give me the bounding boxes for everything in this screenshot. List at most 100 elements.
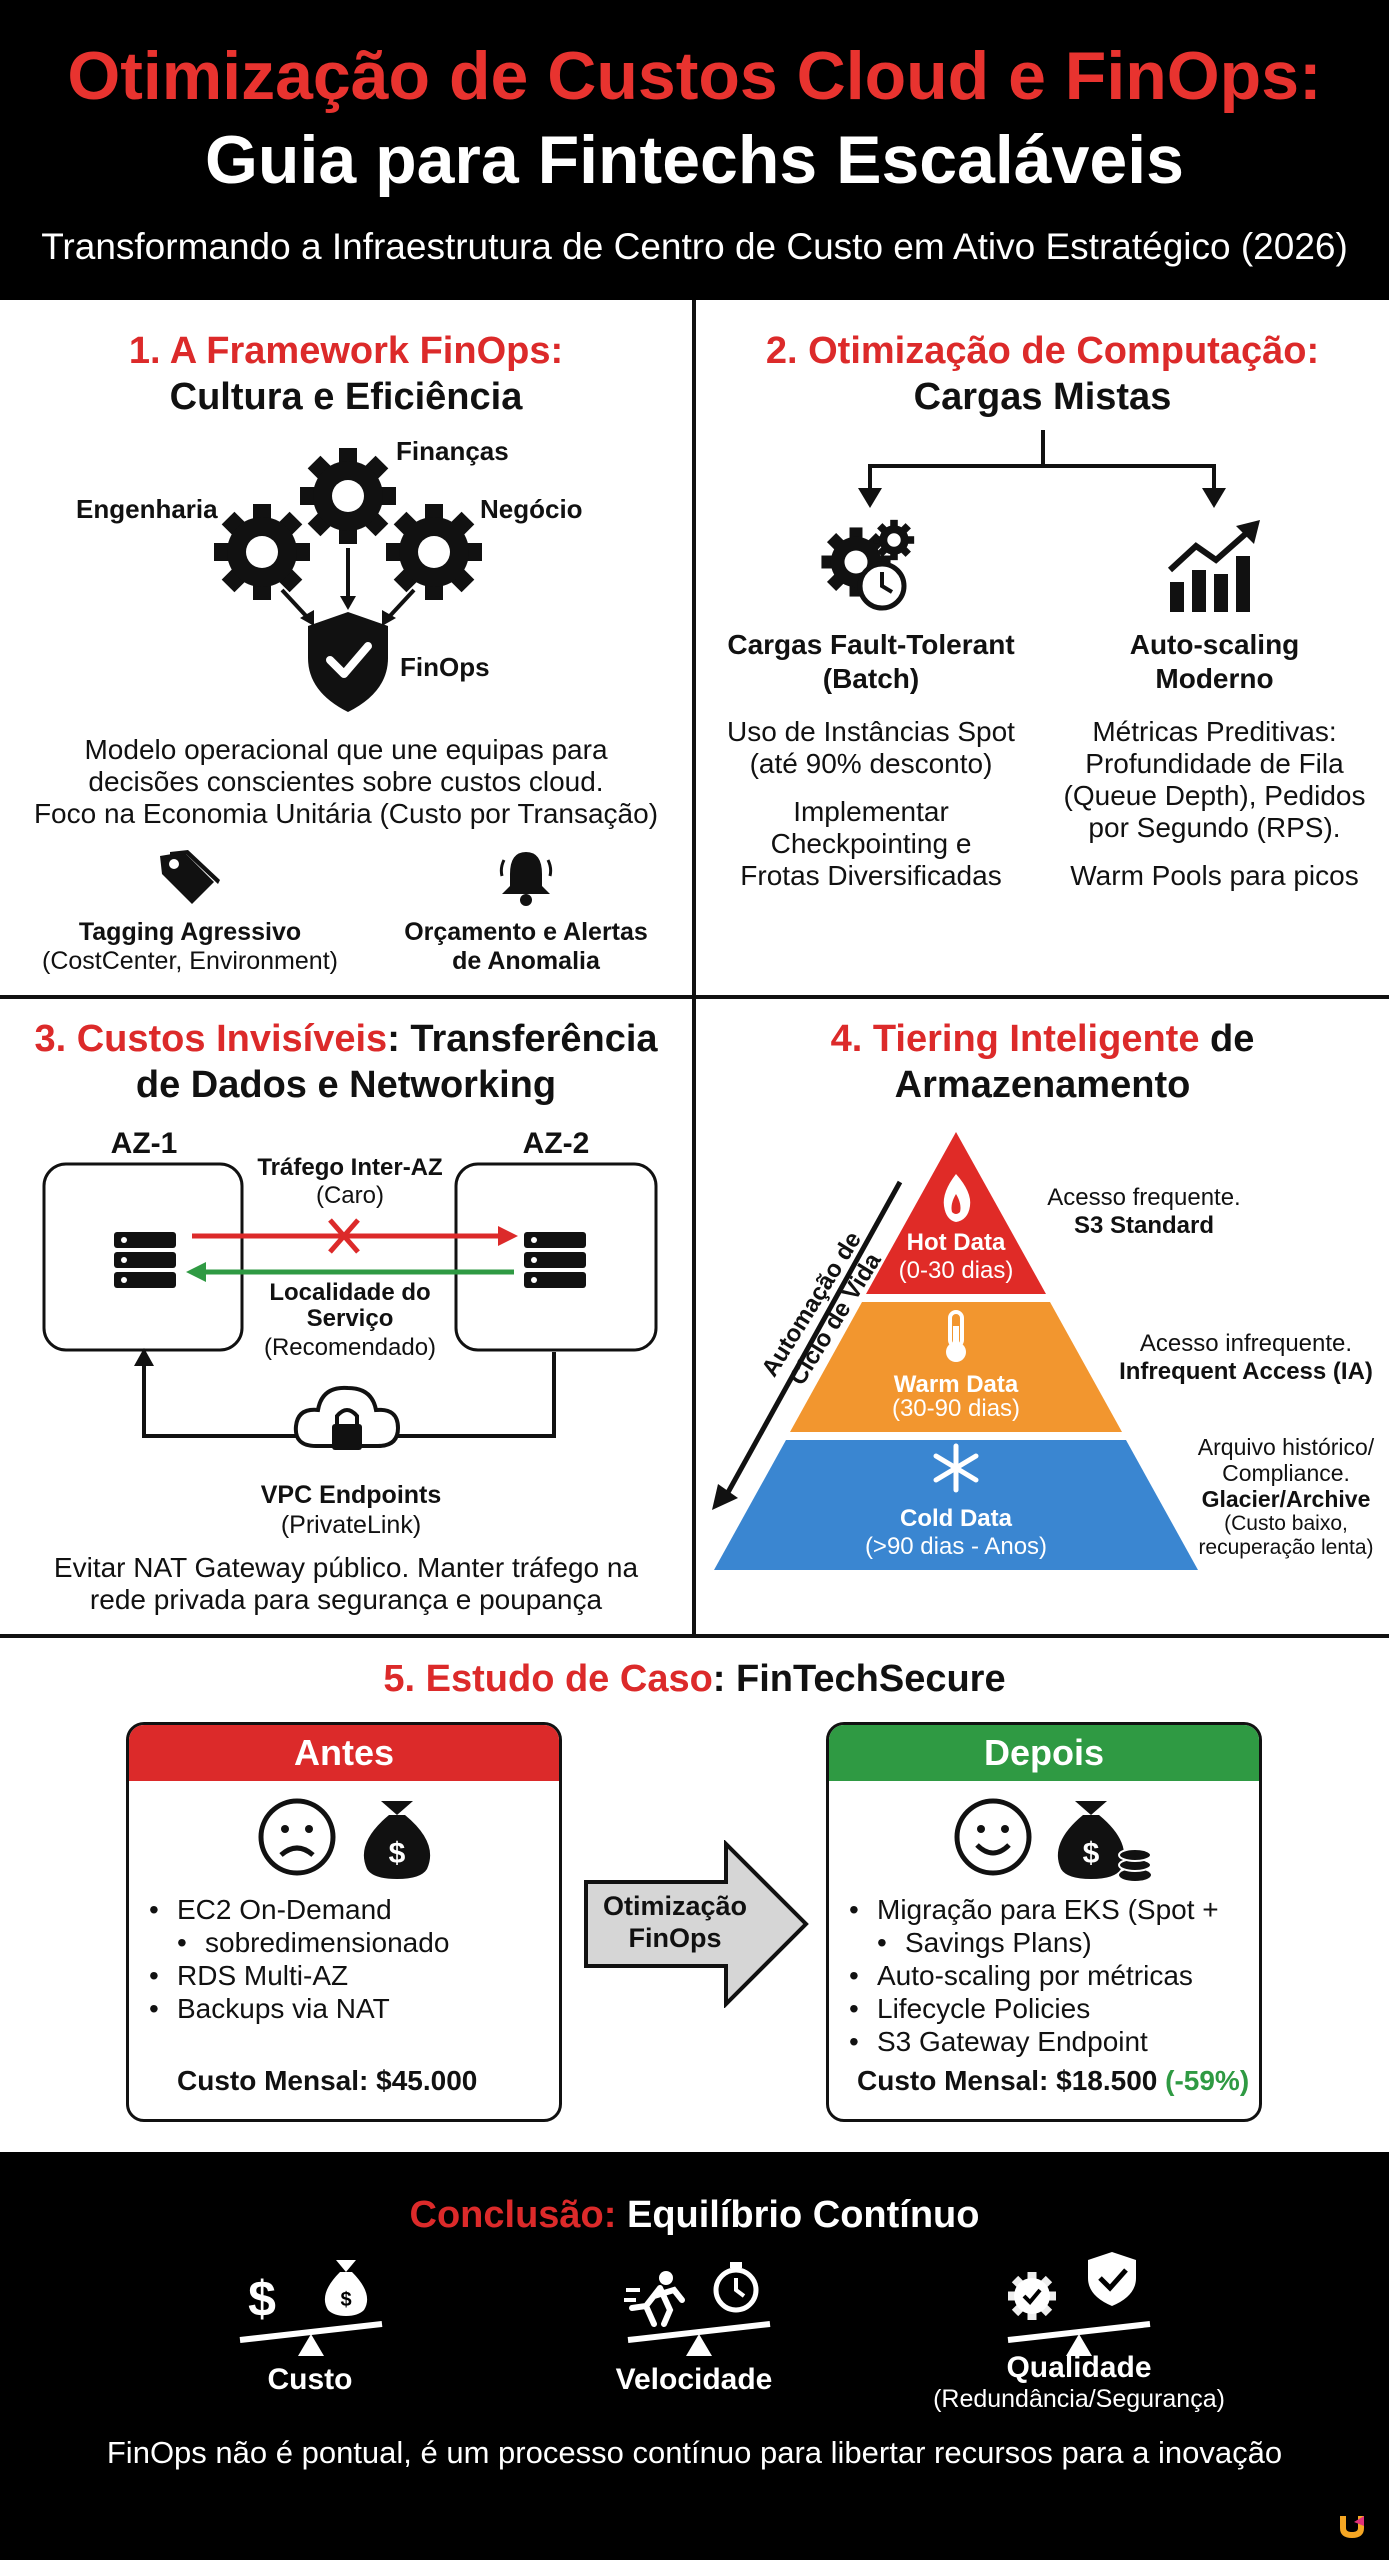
right-text-2: Profundidade de Fila xyxy=(1085,748,1344,779)
s3-title-rest1: : Transferência xyxy=(387,1018,658,1060)
s3-note-2: rede privada para segurança e poupança xyxy=(89,1584,603,1615)
local-label-2: Serviço xyxy=(306,1305,394,1332)
arrow-label-2: FinOps xyxy=(628,1923,722,1953)
gear-clock-icon xyxy=(821,519,915,611)
antes-list: EC2 On-Demand sobredimensionado RDS Mult… xyxy=(149,1893,549,2025)
tag-title: Tagging Agressivo xyxy=(78,918,302,946)
grid-divider-1 xyxy=(0,995,1389,999)
s5-title-red: 5. Estudo de Caso xyxy=(383,1658,713,1700)
antes-item: RDS Multi-AZ xyxy=(149,1959,549,1992)
hot-tier xyxy=(866,1132,1046,1294)
depois-item: S3 Gateway Endpoint xyxy=(849,2025,1259,2058)
cold-range: (>90 dias - Anos) xyxy=(864,1533,1048,1560)
s4-title-red: 4. Tiering Inteligente xyxy=(830,1018,1200,1060)
svg-text:$: $ xyxy=(340,2289,351,2311)
cold-desc-1: Arquivo histórico/ xyxy=(1197,1434,1375,1460)
warm-desc-2: Infrequent Access (IA) xyxy=(1119,1358,1373,1385)
grid-divider-vertical xyxy=(692,300,696,1636)
s5-title: 5. Estudo de Caso: FinTechSecure xyxy=(0,1656,1389,1702)
brand-logo-icon xyxy=(1340,2516,1364,2538)
privatelink-label: (PrivateLink) xyxy=(280,1511,422,1539)
az-network-diagram xyxy=(42,1162,658,1450)
bell-icon xyxy=(499,852,553,906)
left-text-4: Checkpointing e xyxy=(770,828,972,859)
footer-conclusion: Conclusão: Equilíbrio Contínuo $ $ Custo… xyxy=(0,2152,1389,2560)
label-engenharia: Engenharia xyxy=(76,494,218,524)
cold-desc-2: Compliance. xyxy=(1222,1460,1350,1486)
title-line2: Guia para Fintechs Escaláveis xyxy=(205,122,1184,198)
hot-desc-2: S3 Standard xyxy=(1073,1212,1215,1239)
s4-title-rest1: de xyxy=(1199,1018,1255,1060)
antes-header: Antes xyxy=(129,1725,559,1781)
depois-item: Migração para EKS (Spot + xyxy=(849,1893,1259,1926)
recomendado-label: (Recomendado) xyxy=(263,1334,437,1361)
grid-divider-2 xyxy=(0,1634,1389,1638)
s3-title-red: 3. Custos Invisíveis xyxy=(34,1018,388,1060)
s2-title-rest: Cargas Mistas xyxy=(913,376,1172,418)
depois-item: Savings Plans) xyxy=(849,1926,1259,1959)
inter-az-caro: (Caro) xyxy=(315,1182,384,1209)
warm-range: (30-90 dias) xyxy=(891,1395,1021,1422)
cost-balance-icon: $ $ xyxy=(239,2260,383,2356)
cold-desc-5: recuperação lenta) xyxy=(1198,1536,1374,1559)
svg-text:$: $ xyxy=(1083,1837,1100,1870)
cold-tier xyxy=(714,1440,1198,1570)
s1-desc-2: decisões conscientes sobre custos cloud. xyxy=(88,766,604,797)
left-title-1: Cargas Fault-Tolerant xyxy=(727,629,1015,660)
antes-card: Antes $ EC2 On-Demand sobredimensionado … xyxy=(126,1722,562,2122)
vpc-label: VPC Endpoints xyxy=(260,1481,442,1509)
cold-desc-3: Glacier/Archive xyxy=(1201,1486,1371,1512)
footer-title: Conclusão: Equilíbrio Contínuo xyxy=(0,2192,1389,2238)
depois-header: Depois xyxy=(829,1725,1259,1781)
arrow-label-1: Otimização xyxy=(602,1891,748,1921)
local-label-1: Localidade do xyxy=(269,1279,431,1306)
label-qualidade: Qualidade xyxy=(1006,2351,1152,2384)
snowflake-icon xyxy=(933,1443,979,1493)
alert-title-1: Orçamento e Alertas xyxy=(404,918,648,946)
optimization-arrow xyxy=(584,1840,809,2008)
gears-icon xyxy=(214,448,482,712)
right-text-5: Warm Pools para picos xyxy=(1070,860,1359,891)
s3-title-line1: 3. Custos Invisíveis: Transferência xyxy=(0,1016,692,1062)
s2-title-num: 2. Otimização de Computação: xyxy=(765,330,1320,372)
antes-item: Backups via NAT xyxy=(149,1992,549,2025)
svg-text:$: $ xyxy=(248,2271,276,2327)
footer-title-rest: Equilíbrio Contínuo xyxy=(616,2194,980,2236)
split-arrows xyxy=(858,430,1226,508)
right-text-4: por Segundo (RPS). xyxy=(1088,812,1341,843)
cold-desc-4: (Custo baixo, xyxy=(1224,1512,1348,1535)
s1-title-rest: Cultura e Eficiência xyxy=(169,376,523,418)
s4-title-line1: 4. Tiering Inteligente de xyxy=(696,1016,1389,1062)
happy-face-icon xyxy=(954,1798,1032,1876)
flame-icon xyxy=(943,1174,971,1222)
label-negocio: Negócio xyxy=(480,494,583,524)
s1-title-num: 1. A Framework FinOps: xyxy=(128,330,564,372)
label-qualidade-sub: (Redundância/Segurança) xyxy=(933,2385,1225,2413)
depois-list: Migração para EKS (Spot + Savings Plans)… xyxy=(849,1893,1259,2058)
right-text-1: Métricas Preditivas: xyxy=(1092,716,1337,747)
storage-pyramid xyxy=(712,1132,1198,1570)
left-text-1: Uso de Instâncias Spot xyxy=(727,716,1015,747)
sad-face-icon xyxy=(258,1798,336,1876)
happy-money-icons: $ xyxy=(954,1798,1152,1881)
warm-desc-1: Acesso infrequente. xyxy=(1139,1330,1353,1357)
az1-label: AZ-1 xyxy=(110,1127,178,1160)
hot-desc-1: Acesso frequente. xyxy=(1047,1184,1241,1211)
label-custo: Custo xyxy=(267,2363,353,2396)
header-banner: Otimização de Custos Cloud e FinOps: Gui… xyxy=(0,0,1389,300)
s3-title-rest2: de Dados e Networking xyxy=(135,1064,557,1106)
cold-label: Cold Data xyxy=(899,1505,1012,1532)
left-text-5: Frotas Diversificadas xyxy=(740,860,1002,891)
depois-percent: (-59%) xyxy=(1165,2065,1250,2096)
s1-desc-1: Modelo operacional que une equipas para xyxy=(84,734,608,765)
tag-subtitle: (CostCenter, Environment) xyxy=(42,947,338,975)
left-text-2: (até 90% desconto) xyxy=(749,748,993,779)
speed-balance-icon xyxy=(624,2262,771,2356)
depois-card: Depois $ Migração para EKS (Spot + Savin… xyxy=(826,1722,1262,2122)
antes-cost: Custo Mensal: $45.000 xyxy=(177,2065,478,2096)
antes-item: sobredimensionado xyxy=(149,1926,549,1959)
s5-title-rest: : FinTechSecure xyxy=(712,1658,1006,1700)
depois-item: Lifecycle Policies xyxy=(849,1992,1259,2025)
quality-balance-icon xyxy=(1007,2252,1151,2356)
right-title-2: Moderno xyxy=(1155,663,1274,694)
